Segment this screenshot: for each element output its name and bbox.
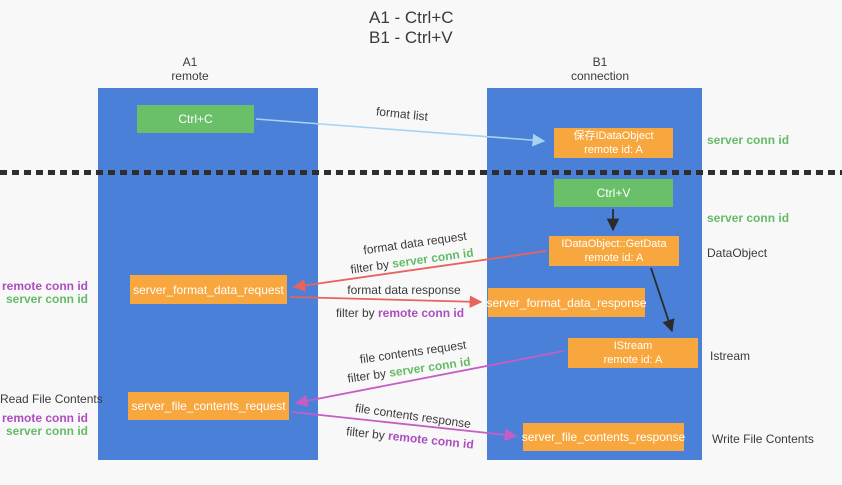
title-line-ctrl-v: B1 - Ctrl+V <box>369 28 453 47</box>
lane-a1-role: remote <box>171 69 209 83</box>
node-server-file-contents-response: server_file_contents_response <box>521 423 686 451</box>
node-save-idataobject: 保存IDataObject remote id: A <box>554 128 673 158</box>
right-label-server-conn-id-1: server conn id <box>707 133 790 147</box>
right-label-dataobject: DataObject <box>707 246 768 260</box>
lane-b1-role: connection <box>570 69 630 83</box>
title-line-ctrl-c: A1 - Ctrl+C <box>369 8 454 27</box>
node-ctrl-v-label: Ctrl+V <box>596 186 631 200</box>
node-server-format-data-response: server_format_data_response <box>486 288 647 317</box>
node-idataobject-getdata-line1: IDataObject::GetData <box>561 238 667 250</box>
node-server-format-data-request: server_format_data_request <box>130 275 287 304</box>
filter-by-text: filter by <box>349 257 390 277</box>
edge-label-format-list: format list <box>375 104 429 124</box>
lane-header-a1: A1 remote <box>135 55 245 83</box>
lane-header-b1: B1 connection <box>545 55 655 83</box>
left-label-remote-conn-id-1: remote conn id <box>1 279 88 293</box>
node-istream: IStream remote id: A <box>568 338 698 368</box>
filter-by-text: filter by <box>345 424 386 443</box>
node-save-idataobject-line2: remote id: A <box>584 144 643 156</box>
edge-label-format-data-response: format data response <box>347 283 461 297</box>
node-server-file-contents-request-label: server_file_contents_request <box>131 399 286 413</box>
left-label-remote-conn-id-2: remote conn id <box>1 411 88 425</box>
filter-by-text: filter by <box>335 306 375 320</box>
arrow-format-data-response <box>289 295 483 309</box>
node-idataobject-getdata-line2: remote id: A <box>584 252 644 264</box>
remote-conn-id-text: remote conn id <box>387 428 475 452</box>
remote-conn-id-text: remote conn id <box>378 306 465 320</box>
edge-label-filter-by-remote-conn-id-1: filter by remote conn id <box>336 306 464 320</box>
right-label-server-conn-id-2: server conn id <box>707 211 790 225</box>
node-ctrl-c-label: Ctrl+C <box>178 112 213 126</box>
left-label-read-file-contents: Read File Contents <box>0 392 103 406</box>
right-label-write-file-contents: Write File Contents <box>712 432 814 446</box>
node-save-idataobject-line1: 保存IDataObject <box>573 130 654 142</box>
node-server-format-data-request-label: server_format_data_request <box>133 282 284 297</box>
filter-by-text: filter by <box>346 366 387 386</box>
node-server-format-data-response-label: server_format_data_response <box>486 295 647 310</box>
node-server-file-contents-response-label: server_file_contents_response <box>521 430 686 444</box>
node-istream-line1: IStream <box>613 340 653 352</box>
node-server-file-contents-request: server_file_contents_request <box>128 392 289 420</box>
node-idataobject-getdata: IDataObject::GetData remote id: A <box>549 236 679 266</box>
diagram-title: A1 - Ctrl+C B1 - Ctrl+V <box>369 8 454 48</box>
left-label-server-conn-id-1: server conn id <box>5 292 88 306</box>
dotted-separator-line <box>0 170 842 175</box>
node-istream-line2: remote id: A <box>603 354 663 366</box>
node-ctrl-v: Ctrl+V <box>554 179 673 207</box>
right-label-istream: Istream <box>710 349 751 363</box>
node-ctrl-c: Ctrl+C <box>137 105 254 133</box>
lane-b1-name: B1 <box>592 55 608 69</box>
lane-a1-name: A1 <box>182 55 198 69</box>
left-label-server-conn-id-2: server conn id <box>5 424 88 438</box>
